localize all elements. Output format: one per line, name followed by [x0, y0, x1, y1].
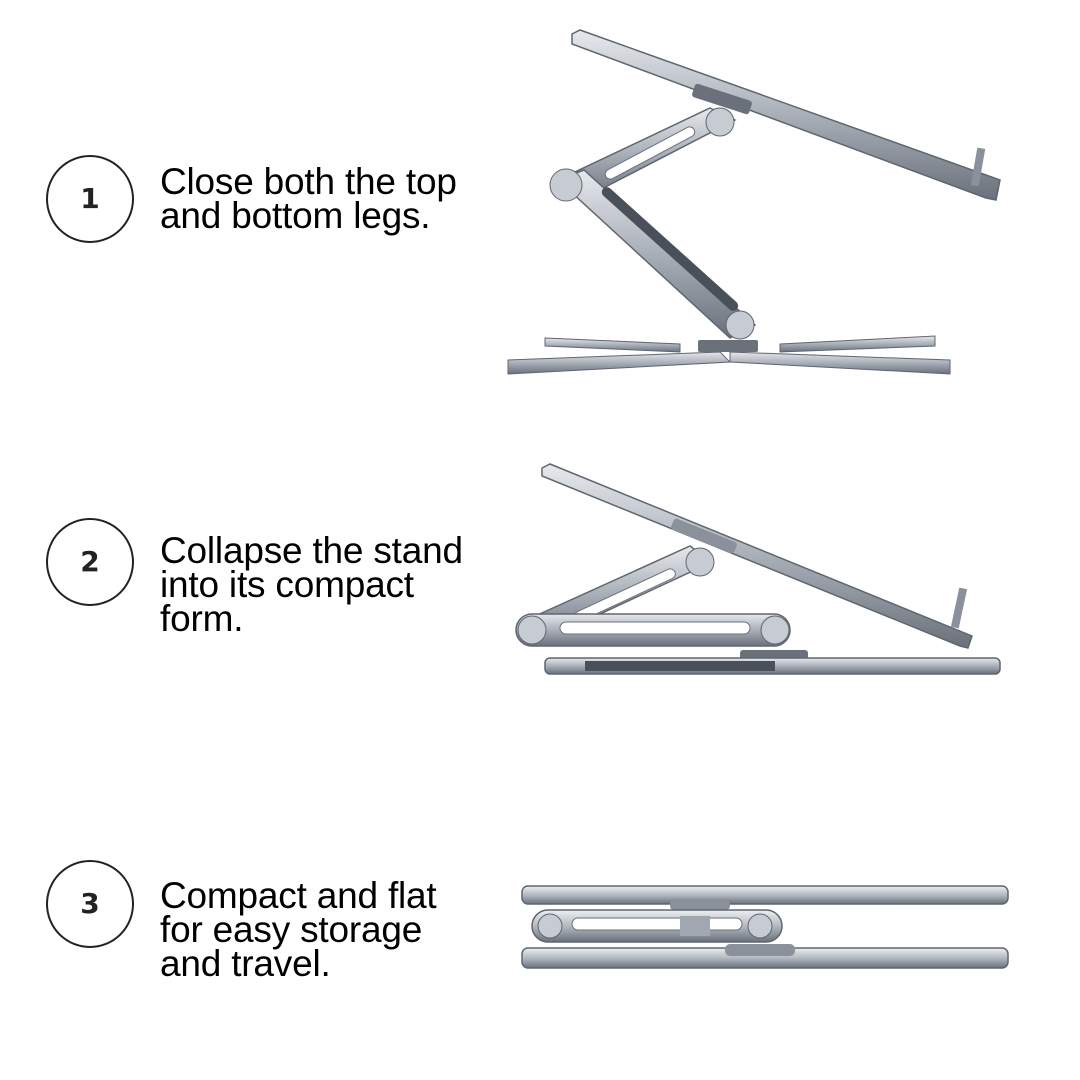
step-number-badge: 2: [46, 518, 134, 606]
stand-open-icon: [480, 20, 1030, 420]
step-instruction: Close both the top and bottom legs.: [160, 161, 457, 236]
step-instruction: Compact and flat for easy storage and tr…: [160, 875, 437, 984]
step-number: 1: [80, 182, 100, 215]
step-number: 3: [80, 887, 100, 920]
step-number: 2: [80, 545, 100, 578]
step-instruction: Collapse the stand into its compact form…: [160, 530, 463, 639]
step-number-badge: 3: [46, 860, 134, 948]
stand-folded-flat-icon: [510, 850, 1030, 1000]
step-number-badge: 1: [46, 155, 134, 243]
stand-collapsing-icon: [500, 450, 1030, 710]
